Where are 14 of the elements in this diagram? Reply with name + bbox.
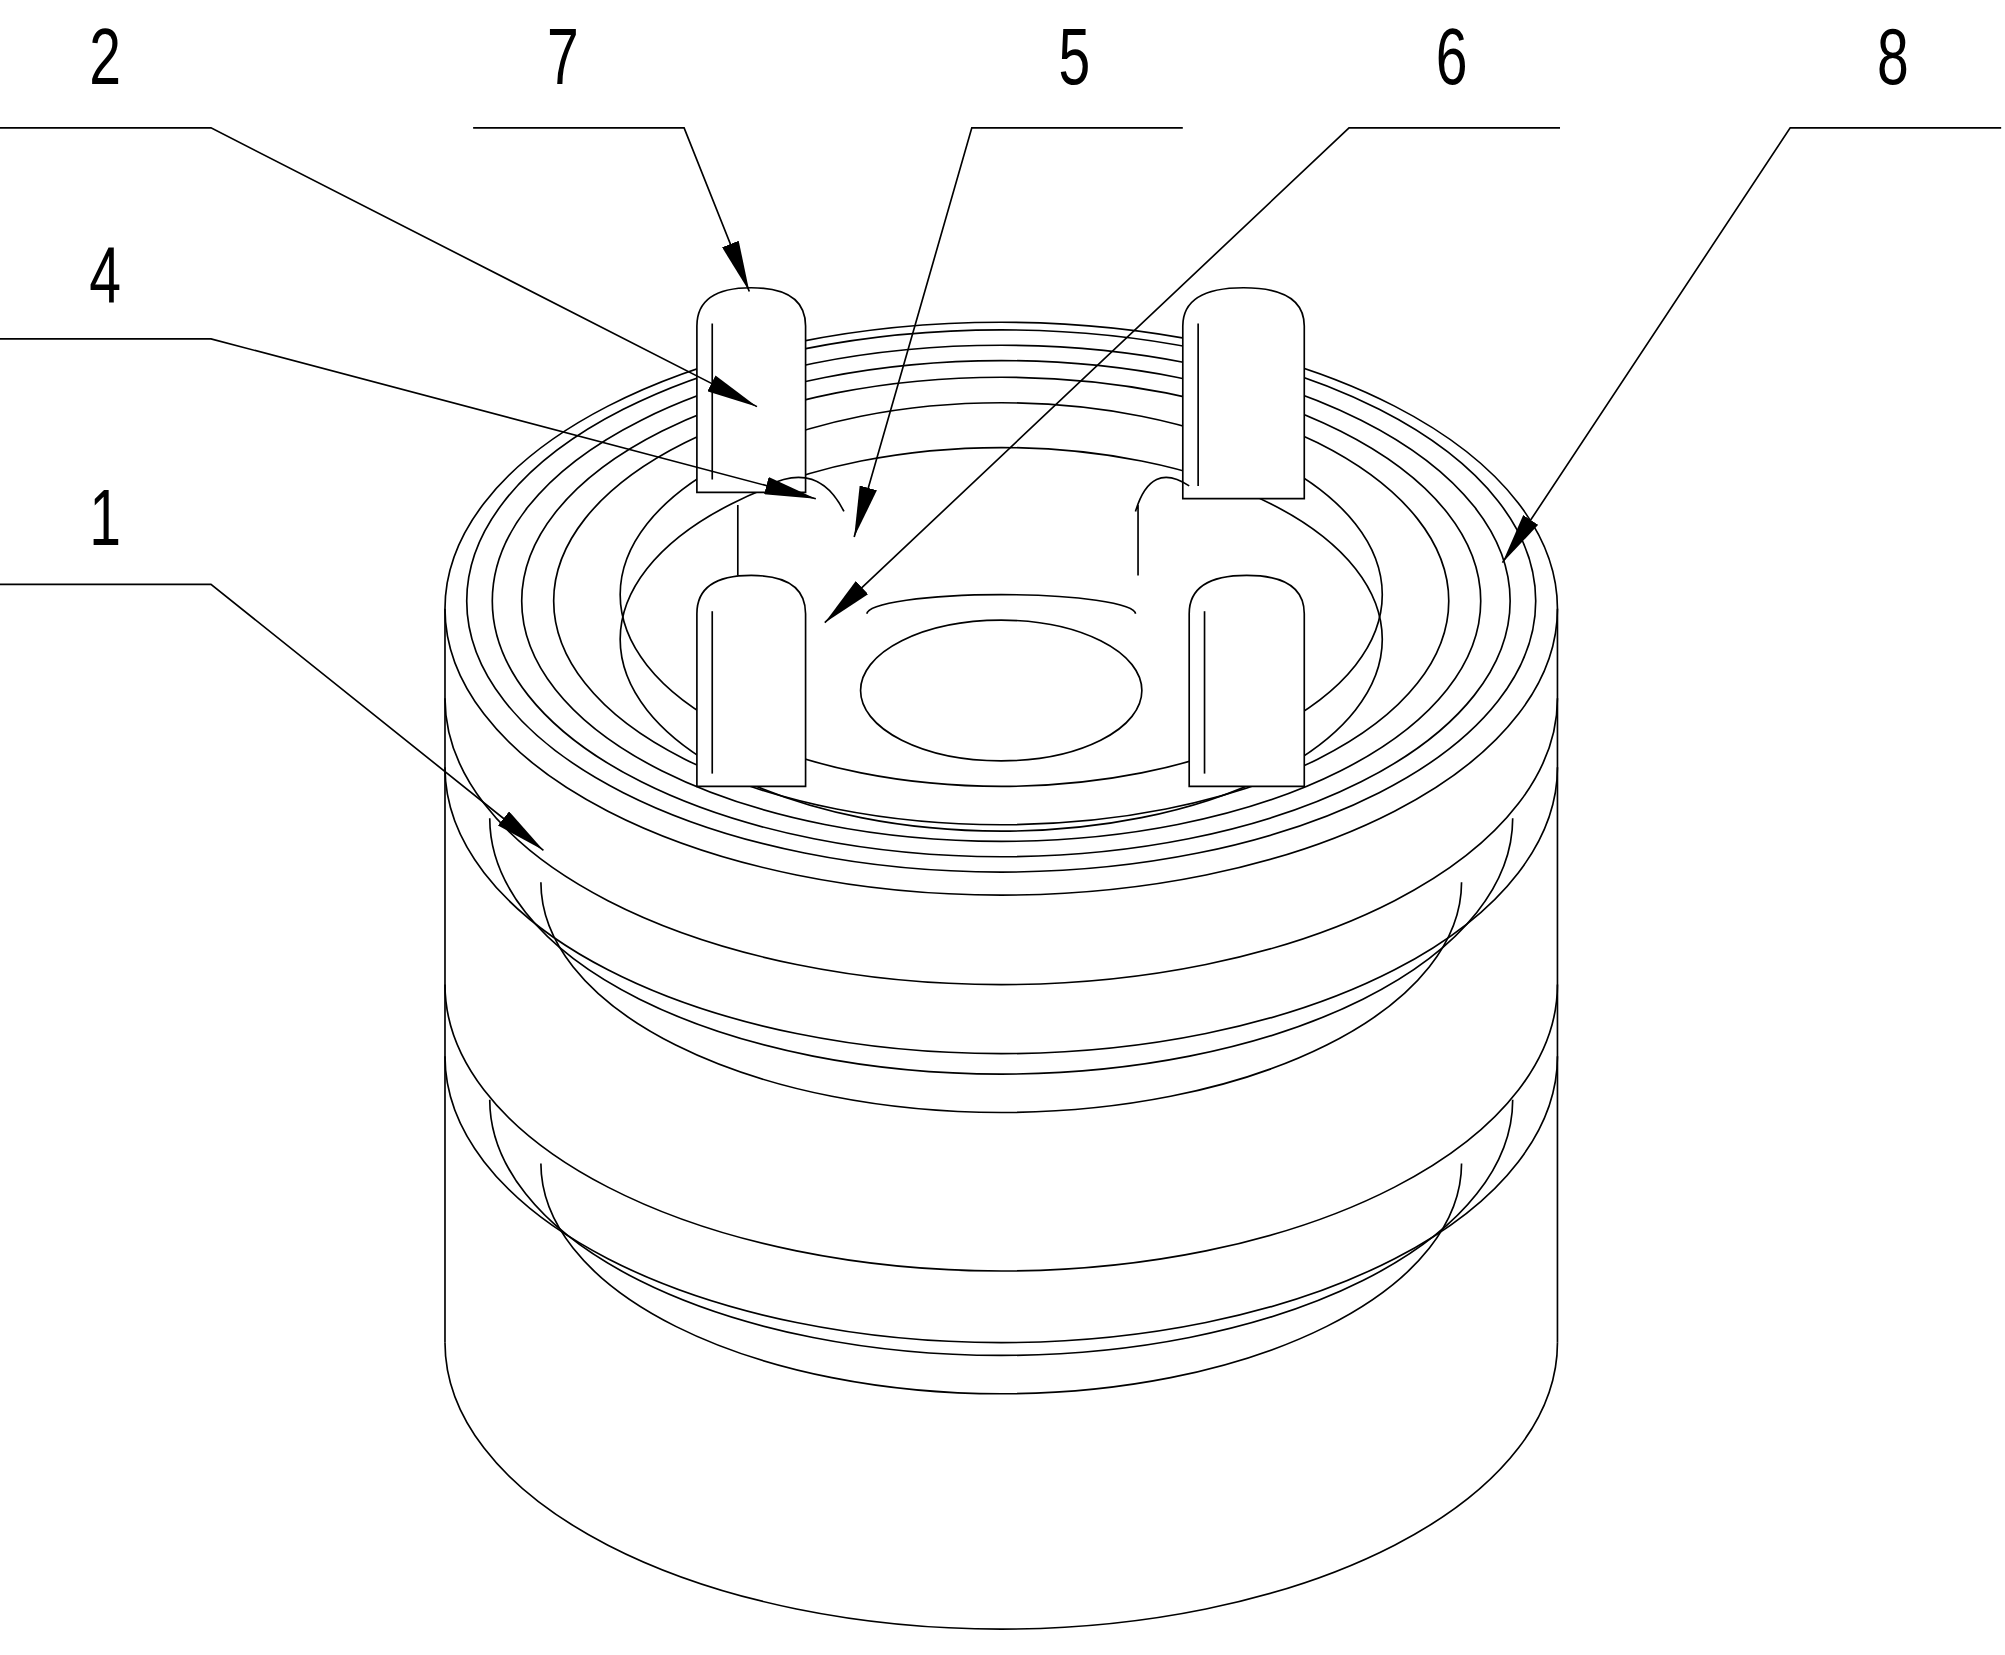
leader-line xyxy=(0,583,545,852)
callout-number: 1 xyxy=(89,478,122,558)
leader-line xyxy=(472,127,751,293)
callout-number: 2 xyxy=(89,17,122,98)
callout-number: 6 xyxy=(1435,17,1468,98)
callout-number: 7 xyxy=(547,17,579,98)
callout-number: 8 xyxy=(1876,17,1909,98)
leader-line xyxy=(823,127,1561,624)
leader-line xyxy=(0,338,817,500)
leader-line xyxy=(0,127,758,408)
callout-number: 4 xyxy=(89,235,122,315)
leader-line xyxy=(1501,127,2002,564)
callout-number: 5 xyxy=(1058,17,1091,98)
leader-line xyxy=(853,127,1184,538)
